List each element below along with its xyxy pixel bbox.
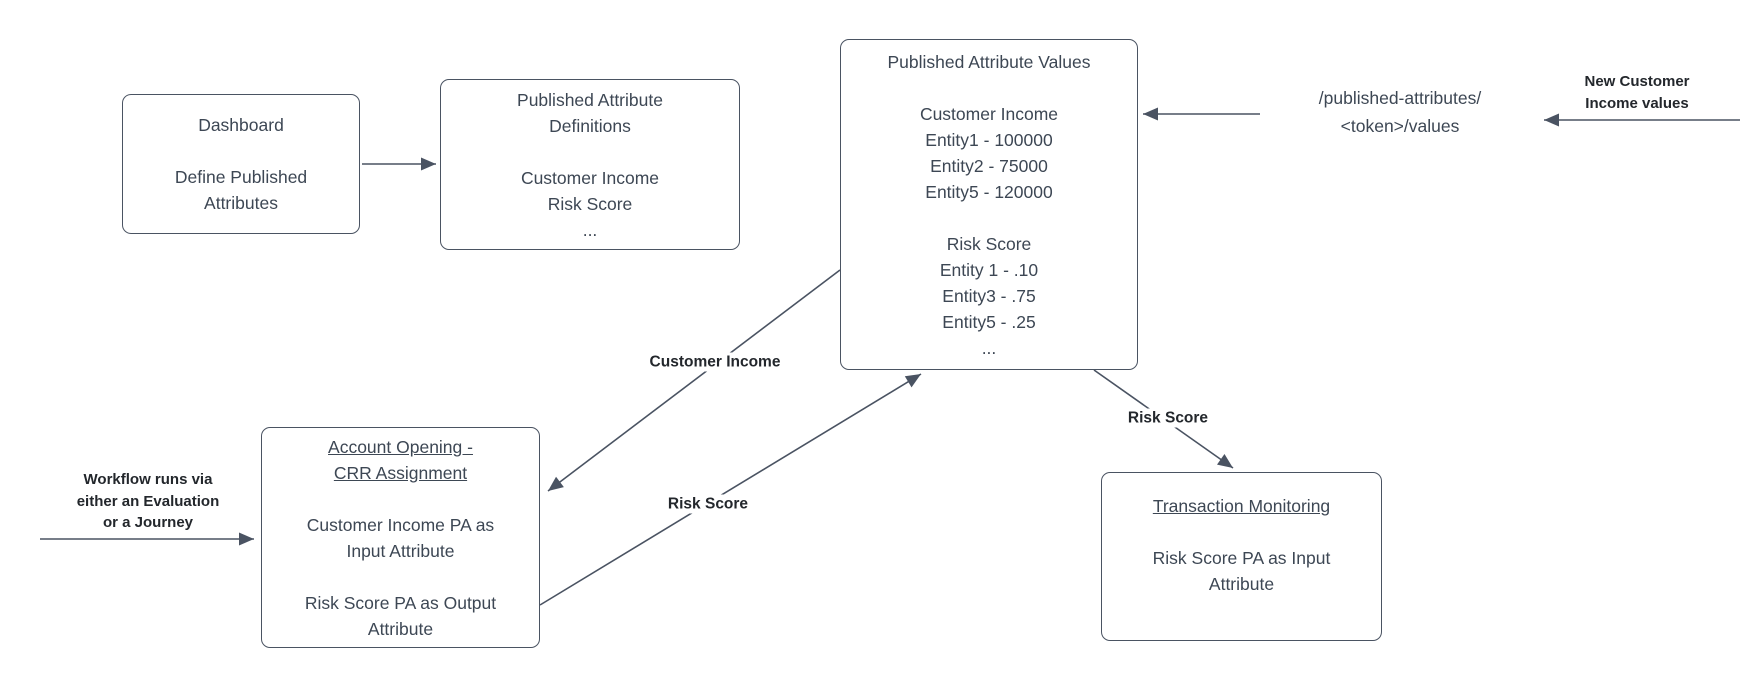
node-published-attribute-values-text: Published Attribute Values Customer Inco… xyxy=(887,51,1091,358)
node-account-opening[interactable]: Account Opening - CRR Assignment Custome… xyxy=(261,427,540,648)
node-transaction-monitoring[interactable]: Transaction Monitoring Risk Score PA as … xyxy=(1101,472,1382,641)
note-api-endpoint: /published-attributes/ <token>/values xyxy=(1318,88,1482,136)
node-published-attribute-definitions-text: Published Attribute Definitions Customer… xyxy=(517,89,663,240)
edge-values-to-account-opening xyxy=(547,269,841,492)
node-published-attribute-values[interactable]: Published Attribute Values Customer Inco… xyxy=(840,39,1138,370)
edge-label-risk-score-tm: Risk Score xyxy=(1123,408,1213,428)
node-dashboard[interactable]: Dashboard Define Published Attributes xyxy=(122,94,360,234)
note-new-customer-income-values: New Customer Income values xyxy=(1584,73,1690,112)
edge-label-risk-score-output: Risk Score xyxy=(663,494,753,514)
note-workflow-runs: Workflow runs via either an Evaluation o… xyxy=(76,471,220,531)
node-account-opening-body: Customer Income PA as Input Attribute Ri… xyxy=(304,514,497,639)
node-account-opening-title: Account Opening - CRR Assignment xyxy=(328,436,473,483)
edge-account-opening-to-values xyxy=(539,373,922,606)
node-transaction-monitoring-body: Risk Score PA as Input Attribute xyxy=(1152,547,1331,594)
edge-label-customer-income: Customer Income xyxy=(645,352,785,372)
node-published-attribute-definitions[interactable]: Published Attribute Definitions Customer… xyxy=(440,79,740,250)
node-transaction-monitoring-title: Transaction Monitoring xyxy=(1152,495,1331,516)
node-dashboard-text: Dashboard Define Published Attributes xyxy=(174,115,308,213)
